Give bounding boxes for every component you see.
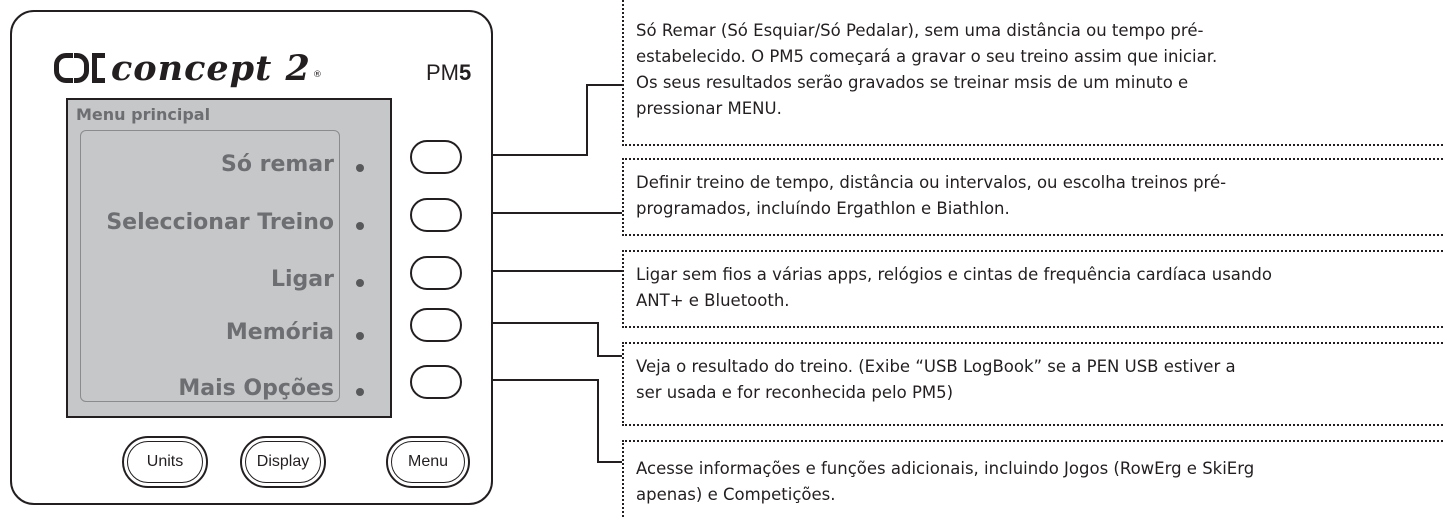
callout-line: Veja o resultado do treino. (Exibe “USB …: [636, 357, 1236, 376]
display-button[interactable]: Display: [240, 436, 326, 488]
callout-line: estabelecido. O PM5 começará a gravar o …: [636, 47, 1218, 66]
pm5-monitor: concept 2 ® PM5 Menu principal Só remar …: [10, 10, 493, 505]
callout-line: pressionar MENU.: [636, 99, 782, 118]
soft-key-2[interactable]: [410, 198, 462, 232]
menu-button[interactable]: Menu: [386, 436, 470, 488]
soft-key-3[interactable]: [410, 256, 462, 290]
menu-dot-5: [356, 388, 364, 396]
callout-line: Acesse informações e funções adicionais,…: [636, 459, 1255, 478]
callout-line: programados, incluíndo Ergathlon e Biath…: [636, 199, 1010, 218]
callout-seleccionar-treino: Definir treino de tempo, distância ou in…: [622, 158, 1443, 236]
menu-item-ligar: Ligar: [270, 267, 334, 292]
menu-panel: [80, 130, 340, 402]
callout-line: Só Remar (Só Esquiar/Só Pedalar), sem um…: [636, 21, 1204, 40]
connector-line-4: [462, 322, 622, 357]
menu-dot-1: [356, 164, 364, 172]
connector-line-5: [462, 379, 622, 463]
soft-key-5[interactable]: [410, 365, 462, 399]
menu-item-seleccionar-treino: Seleccionar Treino: [106, 210, 334, 235]
menu-dot-2: [356, 222, 364, 230]
callout-line: ser usada e for reconhecida pelo PM5): [636, 383, 954, 402]
registered-mark: ®: [312, 70, 322, 80]
menu-dot-4: [356, 332, 364, 340]
soft-key-1[interactable]: [410, 140, 462, 174]
menu-item-memoria: Memória: [225, 320, 334, 345]
model-name: PM5: [426, 60, 472, 85]
callout-line: Definir treino de tempo, distância ou in…: [636, 173, 1227, 192]
callout-line: Os seus resultados serão gravados se tre…: [636, 73, 1189, 92]
callout-line: ANT+ e Bluetooth.: [636, 291, 790, 310]
screen-title: Menu principal: [76, 105, 211, 124]
lcd-screen: Menu principal Só remar Seleccionar Trei…: [66, 98, 392, 418]
menu-dot-3: [356, 279, 364, 287]
callout-memoria: Veja o resultado do treino. (Exibe “USB …: [622, 342, 1443, 426]
callout-line: apenas) e Competições.: [636, 485, 836, 504]
concept2-logo: concept 2 ®: [54, 47, 322, 89]
callout-line: Ligar sem fios a várias apps, relógios e…: [636, 265, 1272, 284]
units-button[interactable]: Units: [122, 436, 208, 488]
concept2-logo-mark: [54, 53, 105, 83]
menu-item-mais-opcoes: Mais Opções: [178, 376, 334, 401]
menu-item-so-remar: Só remar: [220, 152, 334, 177]
connector-line-1: [462, 84, 622, 156]
callout-mais-opcoes: Acesse informações e funções adicionais,…: [622, 440, 1443, 517]
callout-ligar: Ligar sem fios a várias apps, relógios e…: [622, 250, 1443, 328]
soft-key-4[interactable]: [410, 308, 462, 342]
brand-name: concept 2: [111, 47, 311, 89]
callout-so-remar: Só Remar (Só Esquiar/Só Pedalar), sem um…: [622, 0, 1443, 146]
